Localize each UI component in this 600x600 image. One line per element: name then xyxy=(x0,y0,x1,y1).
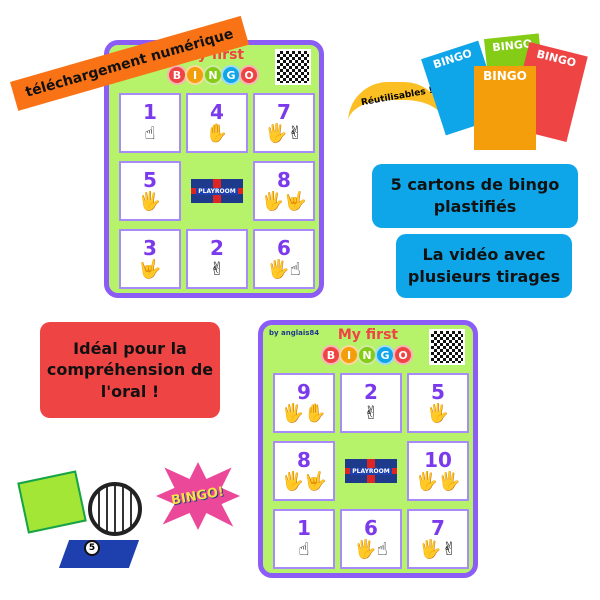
video-label: La vidéo avec plusieurs tirages xyxy=(396,234,572,298)
cell-number: 1 xyxy=(143,100,157,124)
ball-g: G xyxy=(375,345,395,365)
hand-icon: 🖐☝ xyxy=(267,259,301,280)
hand-icon: ✌ xyxy=(363,403,379,424)
cell-number: 10 xyxy=(424,448,452,472)
number-cell: 5🖐 xyxy=(407,373,469,433)
number-cell: 9🖐✋ xyxy=(273,373,335,433)
card-title: My first xyxy=(337,327,399,343)
number-cell: 7🖐✌ xyxy=(407,509,469,569)
laminated-cards-label: 5 cartons de bingo plastifiés xyxy=(372,164,578,228)
cell-number: 4 xyxy=(210,100,224,124)
ball-i: I xyxy=(185,65,205,85)
cell-number: 5 xyxy=(431,380,445,404)
cage-ball: 5 xyxy=(84,540,100,556)
number-cell: 6🖐☝ xyxy=(340,509,402,569)
ball-n: N xyxy=(357,345,377,365)
hand-icon: 🤟 xyxy=(138,259,162,280)
bingo-burst: BINGO! xyxy=(156,462,240,530)
hand-icon: ☝ xyxy=(144,123,156,144)
mini-bingo-sheet xyxy=(17,470,87,534)
number-cell: 1☝ xyxy=(119,93,181,153)
cage xyxy=(88,482,142,536)
number-cell: 10🖐🖐 xyxy=(407,441,469,501)
hand-icon: 🖐 xyxy=(138,191,162,212)
hand-icon: 🖐✌ xyxy=(419,539,457,560)
ball-g: G xyxy=(221,65,241,85)
number-cell: 8🖐🤟 xyxy=(273,441,335,501)
hand-icon: ☝ xyxy=(298,539,310,560)
cell-number: 6 xyxy=(364,516,378,540)
uk-flag-playroom-logo: PLAYROOM xyxy=(345,459,397,483)
ball-o: O xyxy=(239,65,259,85)
hand-icon: 🖐🖐 xyxy=(415,471,461,492)
cell-number: 3 xyxy=(143,236,157,260)
reusable-label xyxy=(348,82,444,122)
bingo-logo: B I N G O xyxy=(321,345,413,365)
hand-icon: 🖐✌ xyxy=(265,123,303,144)
cell-number: 7 xyxy=(277,100,291,124)
number-cell: 2✌ xyxy=(340,373,402,433)
hand-icon: 🖐✋ xyxy=(281,403,327,424)
cell-number: 7 xyxy=(431,516,445,540)
number-cell: 8🖐🤟 xyxy=(253,161,315,221)
ball-n: N xyxy=(203,65,223,85)
number-cell: 1☝ xyxy=(273,509,335,569)
ball-i: I xyxy=(339,345,359,365)
qr-code xyxy=(429,329,465,365)
flag-label: PLAYROOM xyxy=(196,187,238,195)
cell-number: 2 xyxy=(364,380,378,404)
number-cell: 3🤟 xyxy=(119,229,181,289)
cell-number: 8 xyxy=(297,448,311,472)
cell-number: 2 xyxy=(210,236,224,260)
hand-icon: 🖐🤟 xyxy=(281,471,327,492)
hand-icon: 🖐☝ xyxy=(354,539,388,560)
number-cell: 5🖐 xyxy=(119,161,181,221)
cell-number: 9 xyxy=(297,380,311,404)
number-cell: 7🖐✌ xyxy=(253,93,315,153)
qr-code xyxy=(275,49,311,85)
hand-icon: ✌ xyxy=(209,259,225,280)
number-cell: 4✋ xyxy=(186,93,248,153)
flag-cell: PLAYROOM xyxy=(186,161,248,221)
mini-card: BINGO xyxy=(474,66,536,150)
uk-flag-playroom-logo: PLAYROOM xyxy=(191,179,243,203)
ball-b: B xyxy=(167,65,187,85)
number-cell: 6🖐☝ xyxy=(253,229,315,289)
oral-comprehension-label: Idéal pour la compréhension de l'oral ! xyxy=(40,322,220,418)
flag-cell: PLAYROOM xyxy=(340,441,402,501)
cell-number: 5 xyxy=(143,168,157,192)
cell-number: 1 xyxy=(297,516,311,540)
bingo-card-2: by anglais84 My first B I N G O 9🖐✋2✌5🖐8… xyxy=(258,320,478,578)
hand-icon: 🖐🤟 xyxy=(261,191,307,212)
cell-number: 8 xyxy=(277,168,291,192)
hand-icon: ✋ xyxy=(205,123,229,144)
byline: by anglais84 xyxy=(269,329,320,337)
bingo-logo: B I N G O xyxy=(167,65,259,85)
ball-o: O xyxy=(393,345,413,365)
flag-label: PLAYROOM xyxy=(350,467,392,475)
ball-b: B xyxy=(321,345,341,365)
hand-icon: 🖐 xyxy=(426,403,450,424)
number-cell: 2✌ xyxy=(186,229,248,289)
cell-number: 6 xyxy=(277,236,291,260)
bingo-burst-text: BINGO! xyxy=(170,483,226,509)
